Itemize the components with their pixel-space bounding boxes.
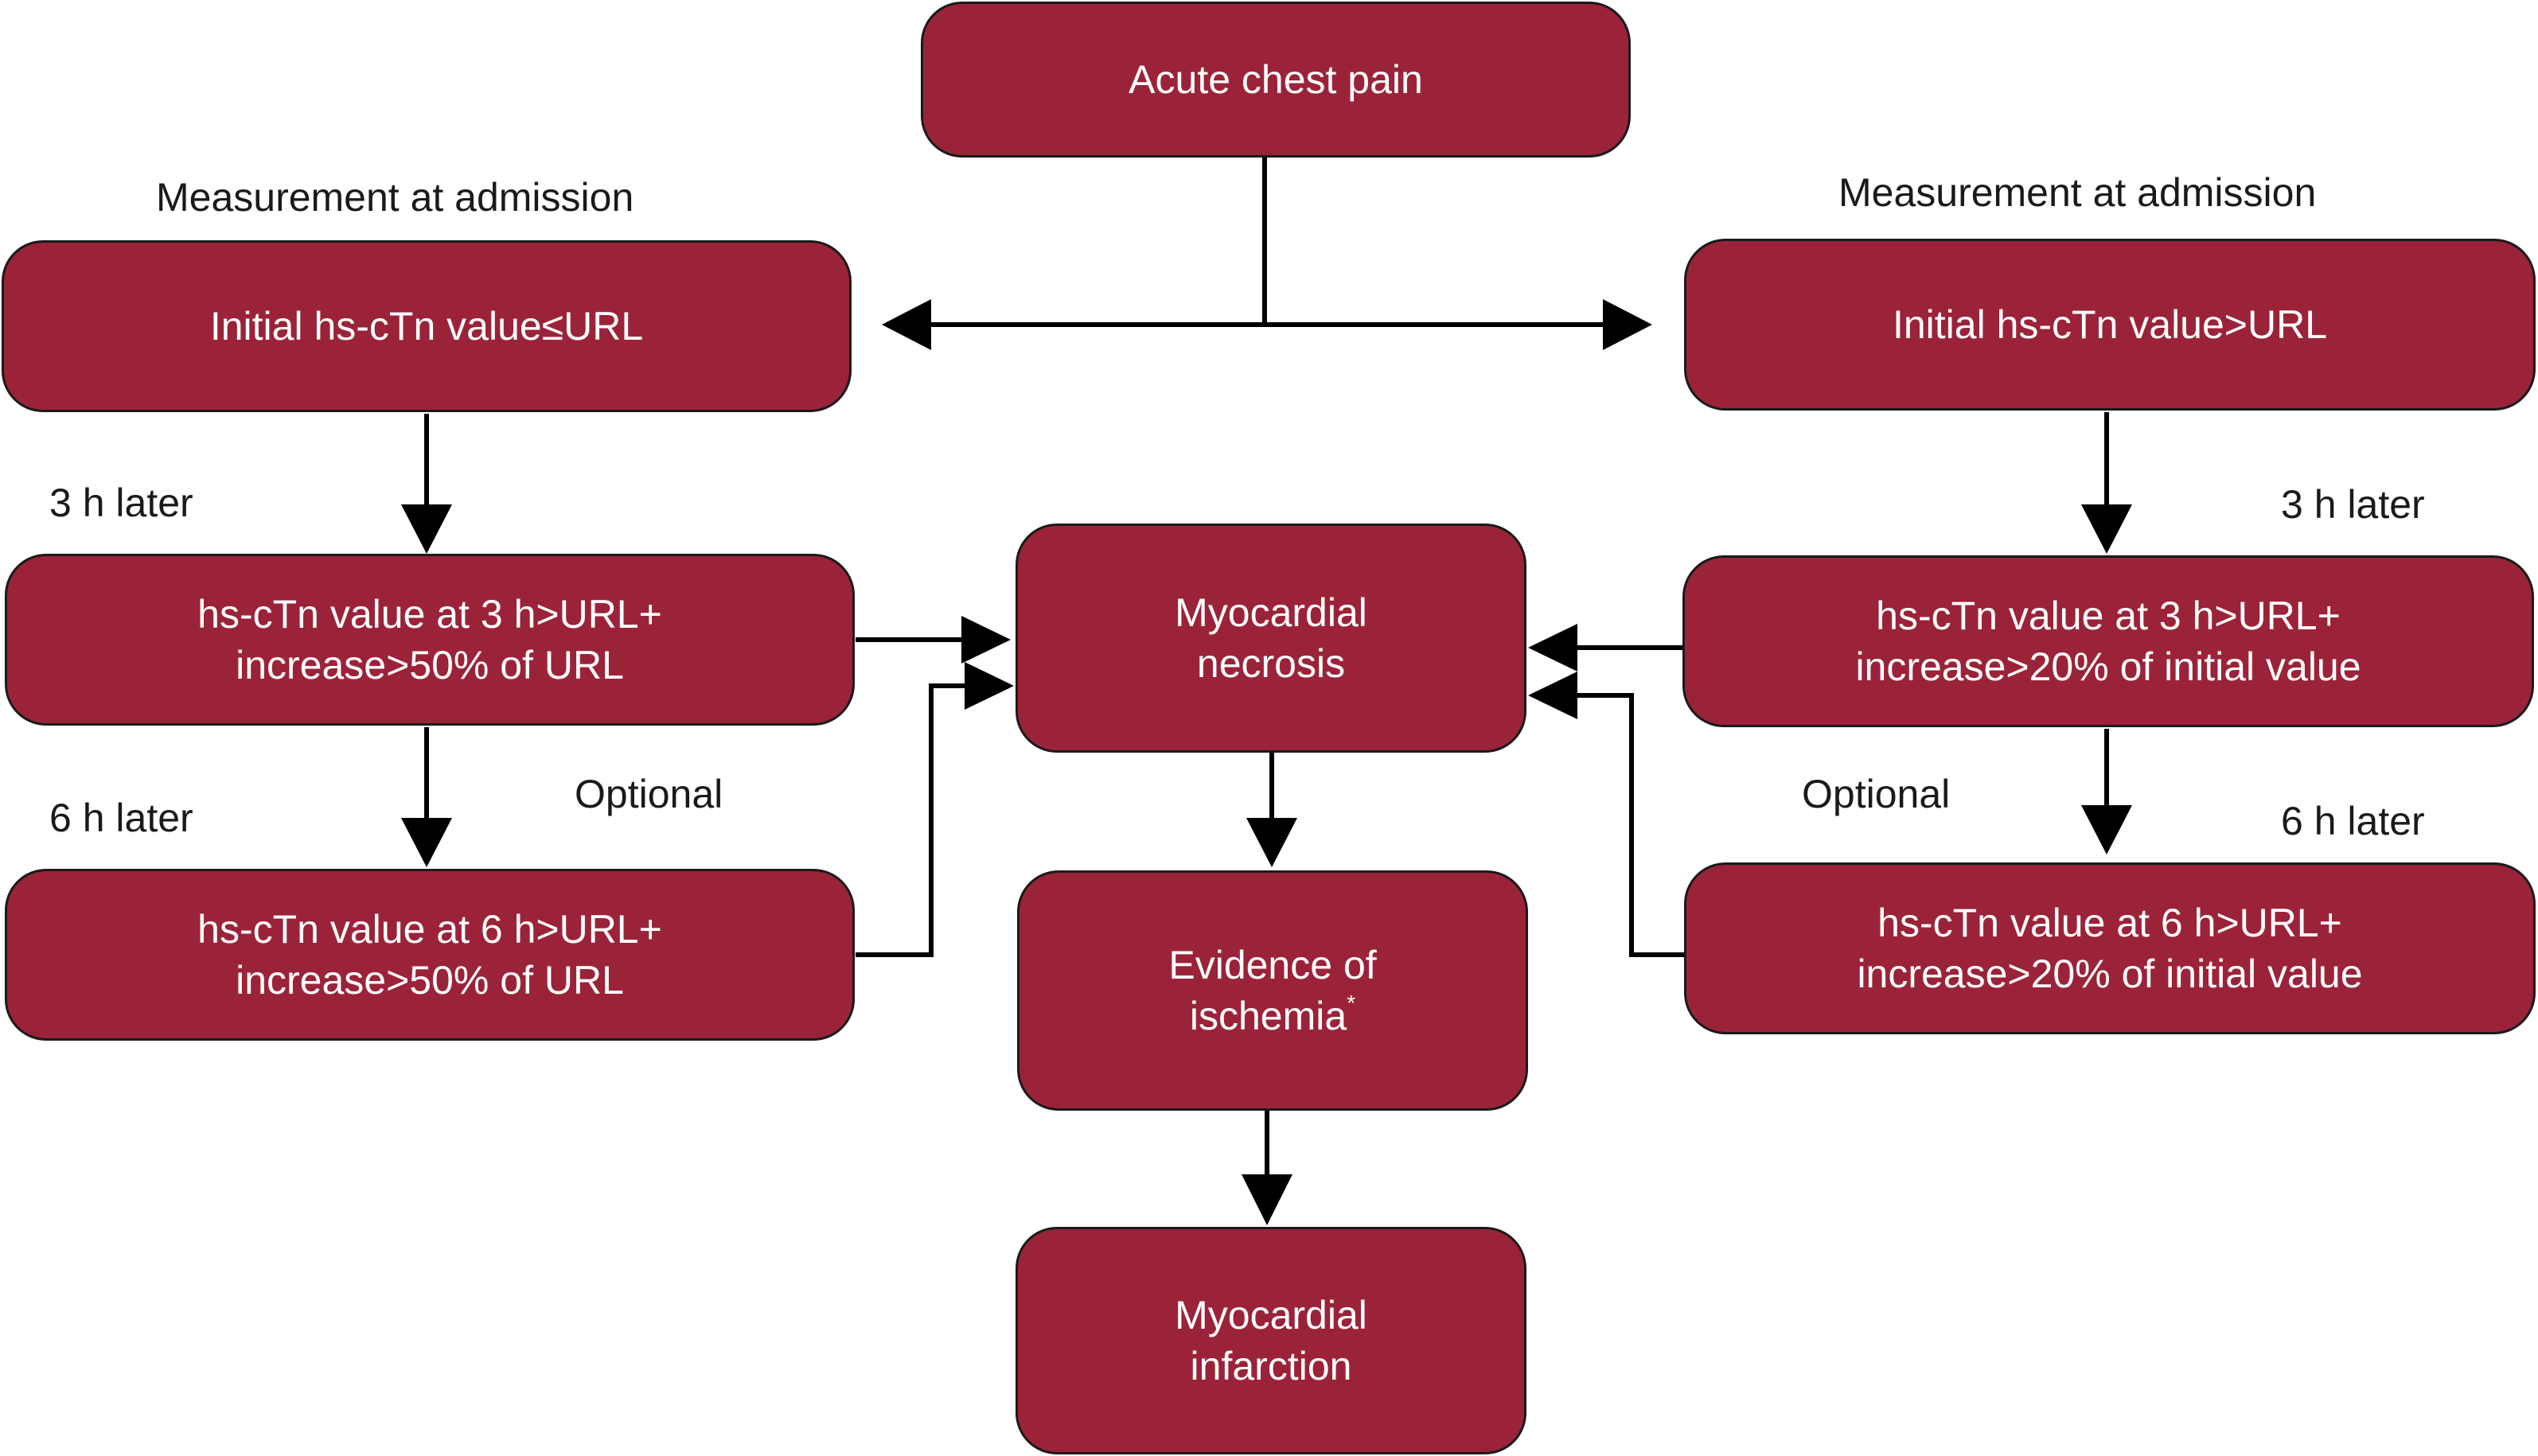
arrowhead-left-6h xyxy=(401,818,452,867)
label-left-6h-later: 6 h later xyxy=(49,796,193,840)
arrowhead-left-3h-to-necrosis xyxy=(961,616,1011,664)
node-right-3h-line2: increase>20% of initial value xyxy=(1855,644,2361,689)
node-right-3h: hs-cTn value at 3 h>URL+ increase>20% of… xyxy=(1682,555,2534,727)
node-right-3h-line1: hs-cTn value at 3 h>URL+ xyxy=(1876,594,2341,638)
node-ischemia-line2-text: ischemia xyxy=(1189,994,1347,1038)
node-acute-chest-pain: Acute chest pain xyxy=(921,2,1631,158)
node-acute-chest-pain-text: Acute chest pain xyxy=(1129,57,1423,102)
arrowhead-right-6h xyxy=(2081,805,2132,855)
arrowhead-right-3h-to-necrosis xyxy=(1528,624,1577,672)
node-left-3h: hs-cTn value at 3 h>URL+ increase>50% of… xyxy=(5,554,855,726)
node-initial-high: Initial hs-cTn value>URL xyxy=(1684,239,2536,411)
node-infarction: Myocardial infarction xyxy=(1016,1227,1526,1454)
connector-left-6h-to-necrosis xyxy=(856,683,973,957)
arrowhead-right-6h-to-necrosis xyxy=(1528,672,1577,719)
arrowhead-split-right xyxy=(1603,299,1652,350)
arrowhead-left-3h xyxy=(401,504,452,554)
node-necrosis: Myocardial necrosis xyxy=(1016,524,1526,753)
label-optional-right: Optional xyxy=(1802,772,1951,816)
node-right-6h-line2: increase>20% of initial value xyxy=(1857,952,2363,996)
node-infarction-line1: Myocardial xyxy=(1175,1293,1367,1337)
node-initial-low-text: Initial hs-cTn value≤URL xyxy=(209,304,644,348)
node-necrosis-line2: necrosis xyxy=(1196,641,1346,686)
node-ischemia-line1: Evidence of xyxy=(1168,943,1377,987)
node-left-3h-line1: hs-cTn value at 3 h>URL+ xyxy=(197,592,662,637)
label-left-3h-later: 3 h later xyxy=(49,481,193,525)
node-left-6h-line2: increase>50% of URL xyxy=(236,958,624,1002)
node-left-3h-line2: increase>50% of URL xyxy=(236,643,624,687)
node-ischemia: Evidence of ischemia* xyxy=(1017,870,1528,1111)
node-right-6h-line1: hs-cTn value at 6 h>URL+ xyxy=(1877,901,2342,945)
node-right-6h: hs-cTn value at 6 h>URL+ increase>20% of… xyxy=(1684,862,2536,1034)
label-right-6h-later: 6 h later xyxy=(2281,799,2425,843)
node-infarction-line2: infarction xyxy=(1190,1344,1352,1388)
footnote-mark: * xyxy=(1347,991,1356,1015)
node-ischemia-line2: ischemia* xyxy=(1190,991,1355,1041)
label-measurement-right: Measurement at admission xyxy=(1838,170,2317,215)
connector-right-6h-to-necrosis xyxy=(1569,693,1684,957)
label-optional-left: Optional xyxy=(575,772,723,816)
label-right-3h-later: 3 h later xyxy=(2281,482,2425,527)
node-left-6h-line1: hs-cTn value at 6 h>URL+ xyxy=(197,907,662,952)
arrowhead-right-3h xyxy=(2081,504,2132,554)
arrowhead-split-left xyxy=(882,299,931,350)
node-necrosis-line1: Myocardial xyxy=(1175,590,1367,635)
node-left-6h: hs-cTn value at 6 h>URL+ increase>50% of… xyxy=(5,869,855,1041)
node-initial-high-text: Initial hs-cTn value>URL xyxy=(1892,302,2328,347)
label-measurement-left: Measurement at admission xyxy=(156,175,634,220)
node-initial-low: Initial hs-cTn value≤URL xyxy=(2,240,852,412)
arrowhead-to-infarction xyxy=(1242,1174,1292,1225)
arrowhead-left-6h-to-necrosis xyxy=(965,662,1014,710)
arrowhead-to-ischemia xyxy=(1246,818,1297,867)
